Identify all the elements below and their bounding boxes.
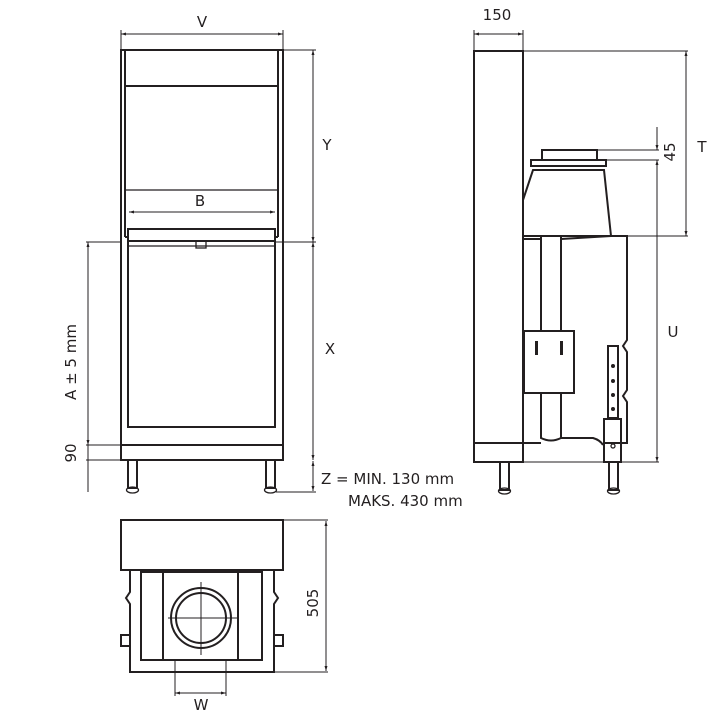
- dim-y-label: Y: [321, 136, 332, 154]
- side-view: 150 T 45 U: [473, 6, 707, 495]
- dim-a-label: A ± 5 mm: [62, 324, 80, 400]
- door-handle: [195, 240, 207, 249]
- dim-w-label: W: [194, 696, 209, 714]
- door-glass: [127, 240, 276, 428]
- dim-b-label: B: [195, 192, 205, 210]
- flue-collar: [541, 149, 598, 161]
- dim-z-min-label: Z = MIN. 130 mm: [321, 470, 454, 488]
- smoke-hood: [522, 169, 613, 237]
- dim-90-label: 90: [62, 443, 80, 462]
- dim-45-label: 45: [661, 142, 679, 161]
- dim-t-label: T: [696, 138, 707, 156]
- top-view: W 505: [120, 519, 328, 714]
- front-view: V Y X B A ± 5 mm 90 Z = MIN. 130 mm MAKS…: [62, 13, 463, 510]
- dim-u-label: U: [668, 323, 679, 341]
- dim-x-label: X: [325, 340, 335, 358]
- dim-z-max-label: MAKS. 430 mm: [348, 492, 463, 510]
- leg: [127, 459, 138, 489]
- door-top-bar: [127, 228, 276, 242]
- leg: [499, 461, 510, 491]
- dim-v-label: V: [197, 13, 208, 31]
- leg: [265, 459, 276, 489]
- leg: [608, 461, 619, 491]
- dim-150-label: 150: [483, 6, 512, 24]
- top-panel: [120, 519, 284, 571]
- front-panel: [473, 50, 524, 463]
- control-box: [523, 330, 575, 394]
- dim-505-label: 505: [304, 589, 322, 618]
